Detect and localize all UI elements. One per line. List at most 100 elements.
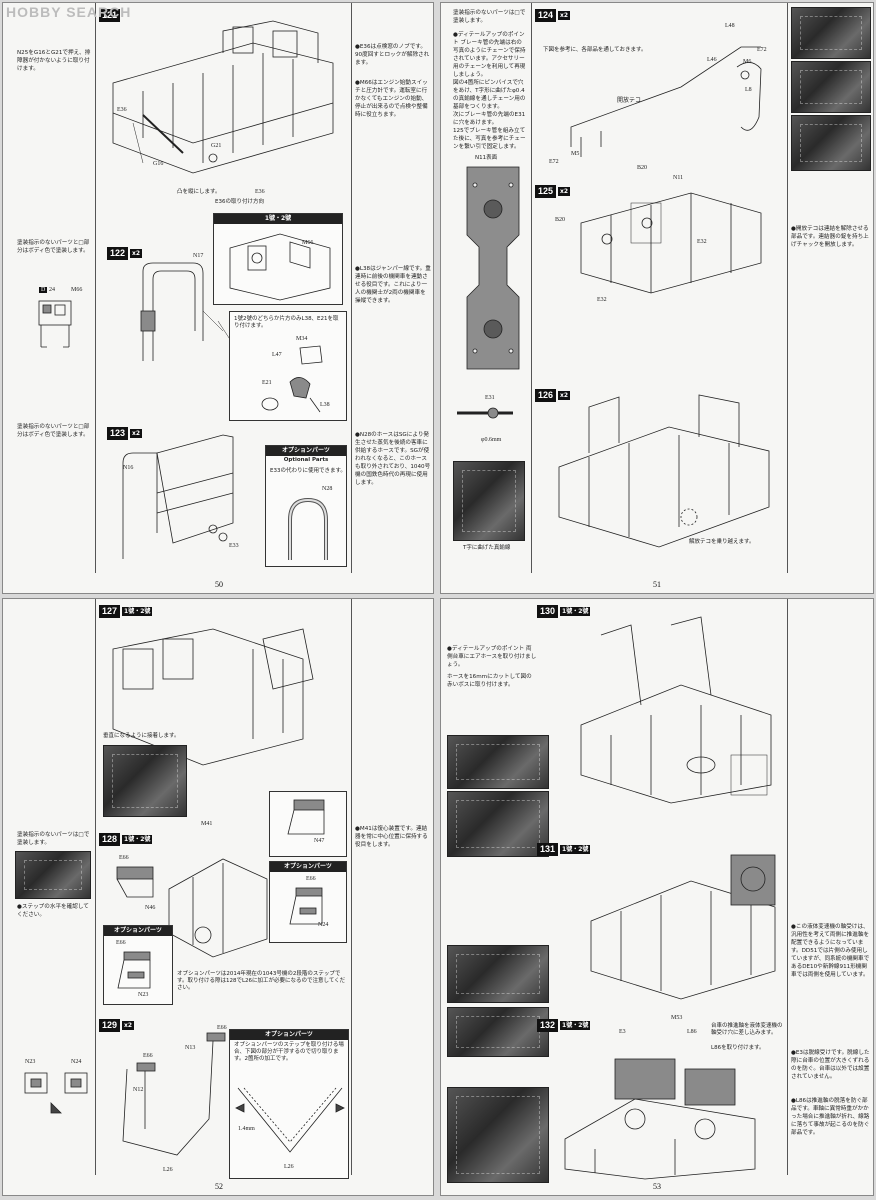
option-subtitle: Optional Parts [283, 457, 329, 463]
photo-3 [791, 115, 871, 171]
option-title: オプションパーツ [266, 446, 346, 456]
instr-124: 下図を参考に、各部品を通しておきます。 [543, 47, 647, 53]
n11-caption: N11表面 [475, 155, 498, 161]
vertical-caption: 垂直になるように接着します。 [103, 733, 180, 739]
column-divider [351, 599, 352, 1175]
column-divider [787, 599, 788, 1175]
l86-caption: L86を取り付けます。 [711, 1045, 765, 1051]
part-label-n16: N16 [123, 465, 134, 471]
hose-drawing [288, 497, 328, 560]
part-label-b20: B20 [637, 165, 648, 171]
note-detail-up: ●ディテールアップのポイント ブレーキ管の先端は右の写真のようにチェーンで保持さ… [453, 32, 526, 78]
part-label-e32b: E32 [597, 297, 607, 303]
part-label-n17: N17 [193, 253, 204, 259]
truck-caption: 台車の推進軸を液体変速機の軸受け穴に差し込みます。 [711, 1023, 783, 1036]
step-tag: 1號・2號 [560, 1021, 591, 1030]
dimension-label: 1.4mm [238, 1126, 255, 1132]
note-chain: 125でブレーキ管を組み立てた後に、写真を参考にチェーンを繋い引で固定します。 [453, 128, 526, 150]
photo-1 [791, 7, 871, 59]
part-label-e66c: E66 [116, 940, 126, 946]
part-label-m6: M6 [743, 59, 752, 65]
step-tag: 1號・2號 [560, 845, 591, 854]
photo-truck-5 [447, 1087, 549, 1183]
column-divider [95, 599, 96, 1175]
part-label-n46: N46 [145, 905, 156, 911]
page-51: 塗装指示のないパーツは□で塗装します。 ●ディテールアップのポイント ブレーキ管… [440, 2, 874, 594]
part-label-n12: N12 [133, 1087, 144, 1093]
option-box-a: オプションパーツ E66 N24 [269, 861, 347, 943]
part-label-l38: L38 [320, 402, 330, 408]
lock-caption: 凸を縦にします。 [177, 189, 221, 195]
step-127: 127 1號・2號 [99, 605, 153, 618]
part-label-n13: N13 [185, 1045, 196, 1051]
part-label-m41: M41 [201, 821, 213, 827]
option-cut-title: オプションパーツ [230, 1030, 348, 1040]
photo-127 [103, 745, 187, 817]
frame-drawing-127 [112, 628, 314, 766]
note-e31: 次にブレーキ管の先端のE31に穴をあけます。 [453, 112, 526, 126]
page-53: 130 1號・2號 ●ディテールアップのポイント 両側台車にエアホースを取り付け… [440, 598, 874, 1196]
step-128: 128 1號・2號 [99, 833, 153, 846]
part-drawing [38, 300, 72, 348]
note-paint: 塗装指示のないパーツは□で塗装します。 [453, 10, 526, 24]
right-note-m41: ●M41は復心装置です。連結器を常に中心位置に保持する役目をします。 [355, 826, 428, 848]
step-number: 130 [537, 605, 559, 618]
frame-drawing-128 [168, 858, 268, 958]
part-label-e66: E66 [119, 855, 129, 861]
part-label-e36: E36 [117, 107, 127, 113]
l38-drawing [261, 345, 323, 413]
part-label-e31: E31 [485, 395, 495, 401]
part-label-l46: L46 [707, 57, 717, 63]
step-tag: x2 [558, 391, 571, 400]
n11-plate-drawing [466, 166, 520, 370]
inset-drawing [229, 233, 331, 301]
fit-caption: E36の取り付け方向 [215, 199, 264, 205]
page-number: 51 [653, 580, 661, 589]
photo-truck-3 [447, 945, 549, 1003]
option-parts-box: オプションパーツ Optional Parts E33の代わりに使用できます。 … [265, 445, 347, 567]
over-caption: 解放テコを乗り越えます。 [689, 539, 755, 545]
right-note-e36: ●E36は点検窓のノブです。90度回すとロックが解除されます。 [355, 44, 430, 66]
step-number: 127 [99, 605, 121, 618]
part-label-l26: L26 [163, 1167, 173, 1173]
part-label-n28: N28 [322, 486, 333, 492]
t-caption: T字に曲げた真鍮線 [463, 545, 511, 551]
step-number: 124 [535, 9, 557, 22]
step-number: 122 [107, 247, 129, 260]
option-step-drawing-b [117, 951, 151, 989]
option-label: オプションパーツ [104, 926, 172, 936]
right-note-e3: ●E3は脱線受けです。脱線した際に台車の位置が大きくずれるのを防ぐ。台車は以外で… [791, 1050, 870, 1080]
column-divider [531, 3, 532, 573]
option-cut-box: オプションパーツ オプションパーツのステップを取り付ける場合、下図の部分が干渉す… [229, 1029, 349, 1179]
step-tag: 1號・2號 [560, 607, 591, 616]
note-n25: N25をG16とG21で押え、排障器が付かないように取り付けます。 [17, 50, 91, 72]
step-number: 125 [535, 185, 557, 198]
page-number: 52 [215, 1182, 223, 1191]
step-130: 130 1號・2號 [537, 605, 591, 618]
note-level: ●ステップの水平を確認してください。 [17, 904, 89, 918]
step-132: 132 1號・2號 [537, 1019, 591, 1032]
part-label-d: D [39, 287, 48, 293]
right-note-l86: ●L86は推進軸の脱落を防ぐ部品です。車軸に異常時重がかかった場合に推進軸が折れ… [791, 1098, 870, 1136]
step-number: 121 [99, 9, 121, 22]
part-label-l47: L47 [272, 352, 282, 358]
part-label-n23: N23 [25, 1059, 36, 1065]
part-label-m53: M53 [671, 1015, 683, 1021]
part-label-m66: M66 [71, 287, 83, 293]
frame-drawing-130 [580, 616, 772, 804]
step-drawing-n47 [287, 799, 325, 835]
page-number: 50 [215, 580, 223, 589]
step-tag: 1號・2號 [122, 835, 153, 844]
right-note-m66: ●M66はエンジン始動スイッチと圧力計です。運転室に行かなくてもエンジンの始動、… [355, 80, 428, 118]
part-label-m34: M34 [296, 336, 308, 342]
page-50: N25をG16とG21で押え、排障器が付かないように取り付けます。 塗装指示のな… [2, 2, 434, 594]
step-number: 128 [99, 833, 121, 846]
part-label-n24: N24 [71, 1059, 82, 1065]
part-label-e21: E21 [262, 380, 272, 386]
step-tag: x2 [122, 1021, 135, 1030]
photo-chain-base [453, 461, 525, 541]
diameter-label: φ0.6mm [481, 437, 502, 443]
page-number: 53 [653, 1182, 661, 1191]
part-label-l86: L86 [687, 1029, 697, 1035]
photo-truck-4 [447, 1007, 549, 1057]
